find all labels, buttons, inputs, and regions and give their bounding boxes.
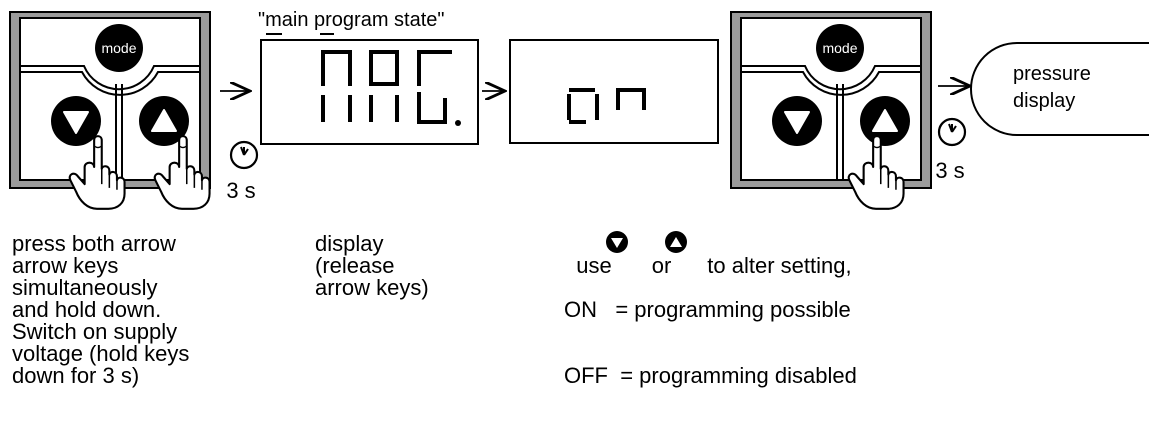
down-arrow-icon (784, 111, 810, 134)
on-line: ON = programming possible (564, 297, 851, 322)
keypad-2: mode (730, 11, 932, 210)
pressure-display-node: pressure display (970, 42, 1149, 136)
step-1-caption: press both arrow arrow keys simultaneous… (12, 231, 190, 388)
up-arrow-icon (872, 109, 898, 132)
up-arrow-icon (665, 231, 687, 253)
clock-icon (937, 117, 967, 147)
seven-segment-readout-1 (321, 50, 461, 126)
mode-button-1[interactable]: mode (95, 24, 143, 72)
mode-button-1-label: mode (101, 40, 136, 56)
off-line: OFF = programming disabled (564, 363, 857, 388)
step-2-caption: display (release arrow keys) (315, 231, 429, 300)
pressure-display-label: pressure display (1013, 63, 1096, 112)
step-3-caption: use or to alter setting, ON = programming … (564, 233, 984, 409)
up-button-2[interactable] (860, 96, 910, 146)
timer-1-label: 3 s (226, 178, 255, 203)
keypad-1: mode (9, 11, 211, 210)
up-button-1[interactable] (139, 96, 189, 146)
display-1-header: "main program state" (258, 9, 445, 31)
or-text: or (651, 253, 672, 278)
down-button-1[interactable] (51, 96, 101, 146)
use-text: use (576, 253, 612, 278)
clock-icon (229, 140, 259, 170)
down-button-2[interactable] (772, 96, 822, 146)
mode-button-2-label: mode (822, 40, 857, 56)
timer-2-label: 3 s (935, 158, 964, 183)
down-arrow-icon (63, 111, 89, 134)
up-arrow-icon (151, 109, 177, 132)
seven-segment-readout-2 (567, 88, 646, 124)
display-2 (509, 39, 719, 144)
down-arrow-icon (606, 231, 628, 253)
display-1: "main program state" (258, 9, 479, 145)
alter-text: to alter setting, (707, 253, 852, 278)
mode-button-2[interactable]: mode (816, 24, 864, 72)
